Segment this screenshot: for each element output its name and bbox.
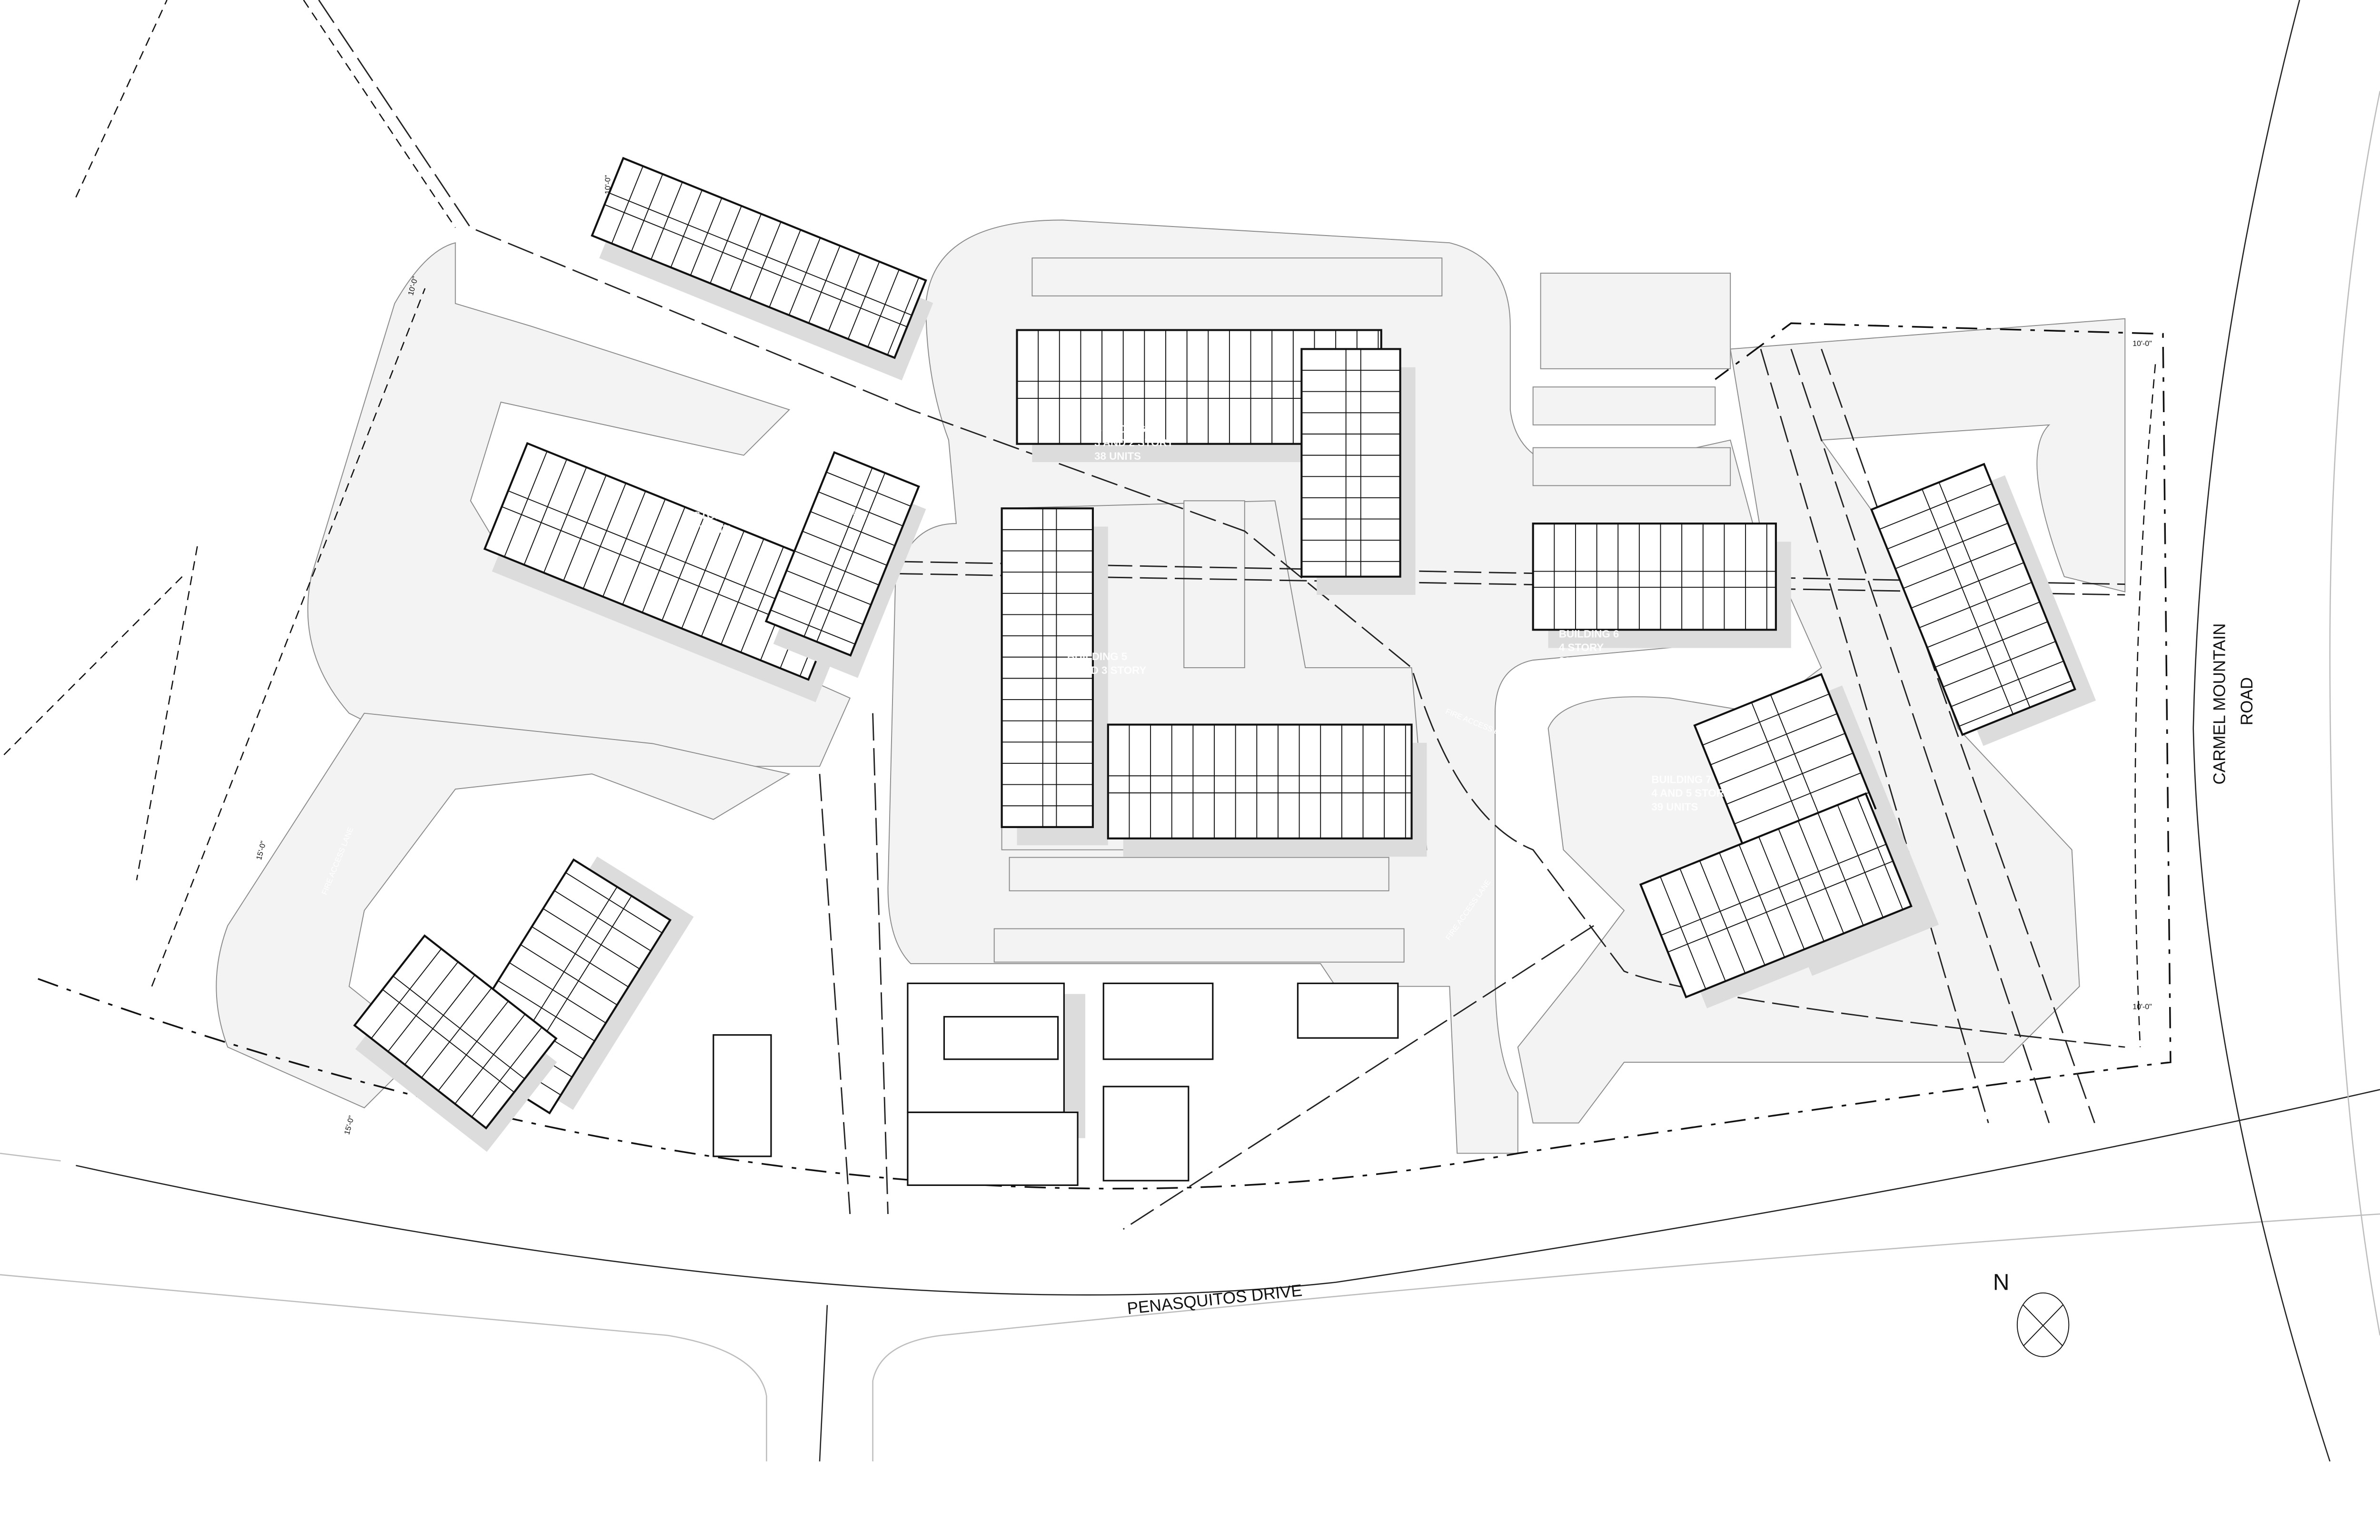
building-wing (1300, 348, 1416, 595)
streets (0, 0, 2380, 1461)
building-outline (764, 451, 920, 657)
stall-row (1532, 447, 1731, 486)
building-outline (1532, 523, 1777, 631)
open-lot (1540, 273, 1731, 369)
unit-partitions (604, 166, 920, 355)
building-outline (1870, 463, 2076, 736)
setback-dimension: 15'-0" (255, 840, 268, 861)
stall-row (1031, 257, 1443, 296)
north-label: N (1993, 1270, 2010, 1295)
unit-partitions (1108, 724, 1412, 839)
carmel-west-curb (2192, 0, 2330, 1461)
setback-dimension: 15'-0" (343, 1115, 356, 1136)
stall-row (1532, 386, 1716, 425)
retail-pad-courtyard (943, 1016, 1059, 1060)
building-outline (353, 934, 558, 1130)
setback-line (75, 0, 456, 228)
stall-row (993, 928, 1405, 963)
building-wing (353, 934, 558, 1152)
building-wing (1639, 792, 1933, 1008)
penasquitos-drive-label: PENASQUITOS DRIVE (1126, 1281, 1303, 1318)
building-outline (1001, 507, 1094, 828)
unit-partitions (1660, 797, 1904, 989)
buildings (353, 157, 2096, 1152)
stall-row (1009, 857, 1389, 891)
north-arrow-cross (2023, 1304, 2063, 1347)
unit-partitions (1002, 508, 1093, 827)
building-wing (591, 157, 933, 381)
north-arrow: N (1993, 1270, 2070, 1357)
setback-dimension: 10'-0" (2132, 340, 2152, 348)
southwest-parking-lot (216, 712, 791, 1108)
building-outline (591, 157, 927, 359)
retail-pad (1297, 982, 1399, 1039)
north-arrow-icon (2016, 1292, 2070, 1357)
unit-partitions (371, 948, 543, 1117)
retail-pad (907, 1111, 1079, 1186)
building-wing (764, 451, 926, 678)
setback-dimension: 10'-0" (604, 175, 612, 195)
penasquitos-south-curb (872, 1213, 2380, 1461)
unit-partitions (1533, 523, 1776, 630)
carmel-east-curb (2329, 91, 2380, 1336)
building-outline (1639, 792, 1913, 998)
building-wing (1107, 723, 1427, 857)
utility-easement (1760, 348, 2095, 1124)
unit-partitions (770, 467, 911, 645)
property-line (38, 322, 2172, 1190)
building-outline (1107, 723, 1413, 839)
setback-dimension: 10'-0" (2132, 1003, 2152, 1011)
utility-easement (819, 713, 1594, 1230)
building-wing (1870, 463, 2096, 746)
unit-partitions (1879, 482, 2072, 727)
median (819, 1305, 828, 1461)
building-wing (1001, 507, 1108, 846)
building-outline (1300, 348, 1401, 578)
carmel-mountain-road-label-2: ROAD (2238, 677, 2256, 725)
retail-pads (713, 982, 1399, 1186)
fire-lane-label: FIRE ACCESS LANE (490, 1159, 562, 1167)
retail-pad (713, 1034, 772, 1157)
penasquitos-west-curb (0, 1153, 767, 1461)
building-wing (1532, 523, 1791, 648)
penasquitos-north-curb (76, 1089, 2380, 1296)
setback-line (151, 288, 2156, 1047)
setback-line (0, 546, 198, 880)
carmel-mountain-road-label-1: CARMEL MOUNTAIN (2211, 623, 2229, 785)
utility-easement (318, 0, 2125, 1048)
unit-partitions (1301, 349, 1400, 577)
retail-pad (1102, 982, 1214, 1060)
retail-pad (1102, 1086, 1190, 1182)
stall-row (1183, 500, 1245, 669)
